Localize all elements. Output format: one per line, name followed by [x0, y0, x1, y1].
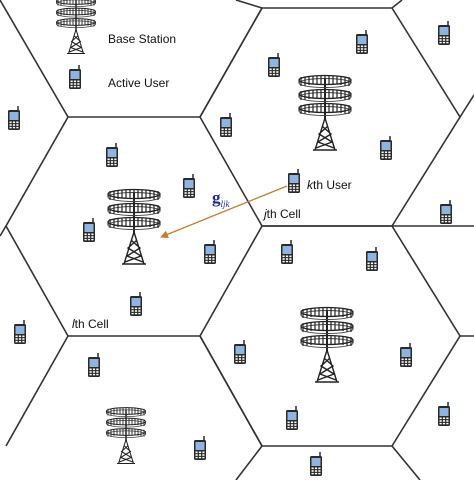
lth-cell-label: lth Cell [72, 317, 109, 331]
base-station-j-antenna-tower-icon [108, 190, 160, 265]
kth-user-mobile-phone-icon [287, 168, 301, 194]
base-station-bottom-antenna-tower-icon [107, 408, 146, 464]
mobile-phone-icon [219, 112, 233, 138]
mobile-phone-icon [182, 173, 196, 199]
legend: Base Station Active User [57, 0, 176, 90]
channel-arrow [160, 185, 288, 239]
mobile-phone-icon [13, 319, 27, 345]
hex-cell-right [391, 0, 474, 480]
hex-cell-left [0, 225, 7, 237]
mobile-phone-icon [439, 199, 453, 225]
mobile-phone-icon [437, 401, 451, 427]
kth-user-label: kth User [307, 178, 352, 192]
legend-mobile-phone-icon [68, 64, 82, 90]
mobile-phone-icon [87, 352, 101, 378]
legend-antenna-tower-icon [57, 0, 96, 54]
channel-symbol: g [212, 188, 221, 207]
channel-gain-label: gljk [212, 188, 231, 209]
base-station-bottom-right-antenna-tower-icon [301, 308, 353, 383]
mobile-phone-icon [379, 135, 393, 161]
mobile-phone-icon [355, 29, 369, 55]
mobile-phone-icon [233, 339, 247, 365]
mobile-phone-icon [193, 435, 207, 461]
legend-active-user-label: Active User [108, 76, 169, 90]
mobile-phone-icon [280, 239, 294, 265]
mobile-phone-icon [285, 405, 299, 431]
mobile-phone-icon [309, 451, 323, 477]
jth-cell-label: jth Cell [262, 207, 301, 221]
mobile-phone-icon [203, 239, 217, 265]
mobile-phone-icon [267, 52, 281, 78]
mobile-phone-icon [437, 20, 451, 46]
mobile-phone-icon [82, 217, 96, 243]
users [7, 20, 453, 477]
base-station-l-antenna-tower-icon [299, 76, 351, 151]
mobile-phone-icon [399, 342, 413, 368]
hex-cell-top-left [0, 0, 263, 118]
mobile-phone-icon [105, 142, 119, 168]
hex-cell-bottom [5, 335, 263, 480]
channel-subscript: ljk [221, 199, 231, 209]
mobile-phone-icon [129, 291, 143, 317]
mobile-phone-icon [7, 105, 21, 131]
mobile-phone-icon [365, 246, 379, 272]
legend-base-station-label: Base Station [108, 32, 176, 46]
hex-cell-l [199, 7, 461, 227]
